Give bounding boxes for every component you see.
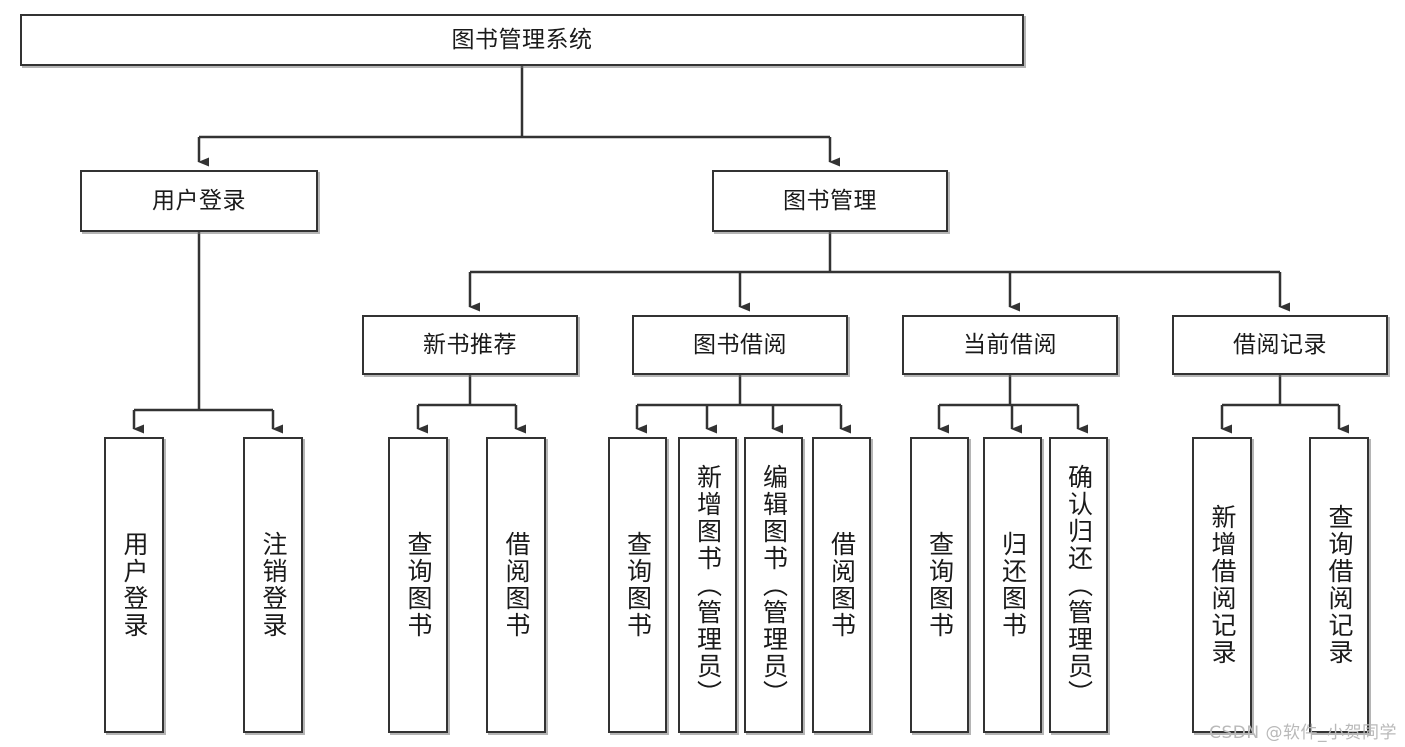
node-leaf-query-book-2-label: 查询图书 xyxy=(623,531,653,639)
node-user-login-label: 用户登录 xyxy=(152,187,246,214)
node-leaf-add-book[interactable]: 新增图书（管理员） xyxy=(678,437,737,733)
node-leaf-user-login-label: 用户登录 xyxy=(120,531,149,639)
node-leaf-query-book-1-label: 查询图书 xyxy=(404,531,433,639)
node-leaf-edit-book-label: 编辑图书（管理员） xyxy=(759,463,789,707)
node-leaf-borrow-book-2[interactable]: 借阅图书 xyxy=(812,437,871,733)
node-leaf-edit-book[interactable]: 编辑图书（管理员） xyxy=(744,437,803,733)
node-book-manage-label: 图书管理 xyxy=(783,187,877,214)
node-leaf-query-book-3[interactable]: 查询图书 xyxy=(910,437,969,733)
node-leaf-return-book[interactable]: 归还图书 xyxy=(983,437,1042,733)
watermark: CSDN @软件_小贺同学 xyxy=(1209,723,1397,743)
node-current-borrow[interactable]: 当前借阅 xyxy=(902,315,1118,375)
node-leaf-add-record-label: 新增借阅记录 xyxy=(1208,504,1237,666)
node-user-login[interactable]: 用户登录 xyxy=(80,170,318,232)
node-leaf-add-record[interactable]: 新增借阅记录 xyxy=(1192,437,1252,733)
node-leaf-user-logout[interactable]: 注销登录 xyxy=(243,437,303,733)
node-leaf-query-book-2[interactable]: 查询图书 xyxy=(608,437,667,733)
node-borrow-record[interactable]: 借阅记录 xyxy=(1172,315,1388,375)
node-leaf-borrow-book-1[interactable]: 借阅图书 xyxy=(486,437,546,733)
node-leaf-borrow-book-1-label: 借阅图书 xyxy=(502,531,531,639)
node-leaf-return-book-label: 归还图书 xyxy=(998,531,1028,639)
node-leaf-user-logout-label: 注销登录 xyxy=(259,531,288,639)
node-leaf-confirm-return-label: 确认归还（管理员） xyxy=(1064,463,1094,707)
node-root-label: 图书管理系统 xyxy=(451,26,593,53)
node-leaf-query-book-3-label: 查询图书 xyxy=(925,531,955,639)
node-book-borrow-label: 图书借阅 xyxy=(693,331,787,358)
node-current-borrow-label: 当前借阅 xyxy=(963,331,1057,358)
node-root[interactable]: 图书管理系统 xyxy=(20,14,1024,66)
node-leaf-borrow-book-2-label: 借阅图书 xyxy=(827,531,857,639)
node-new-book-rec[interactable]: 新书推荐 xyxy=(362,315,578,375)
node-leaf-confirm-return[interactable]: 确认归还（管理员） xyxy=(1049,437,1108,733)
node-borrow-record-label: 借阅记录 xyxy=(1233,331,1327,358)
node-book-manage[interactable]: 图书管理 xyxy=(712,170,948,232)
node-book-borrow[interactable]: 图书借阅 xyxy=(632,315,848,375)
node-leaf-query-record[interactable]: 查询借阅记录 xyxy=(1309,437,1369,733)
node-leaf-query-book-1[interactable]: 查询图书 xyxy=(388,437,448,733)
node-leaf-user-login[interactable]: 用户登录 xyxy=(104,437,164,733)
node-new-book-rec-label: 新书推荐 xyxy=(423,331,517,358)
node-leaf-query-record-label: 查询借阅记录 xyxy=(1325,504,1354,666)
node-leaf-add-book-label: 新增图书（管理员） xyxy=(693,463,723,707)
